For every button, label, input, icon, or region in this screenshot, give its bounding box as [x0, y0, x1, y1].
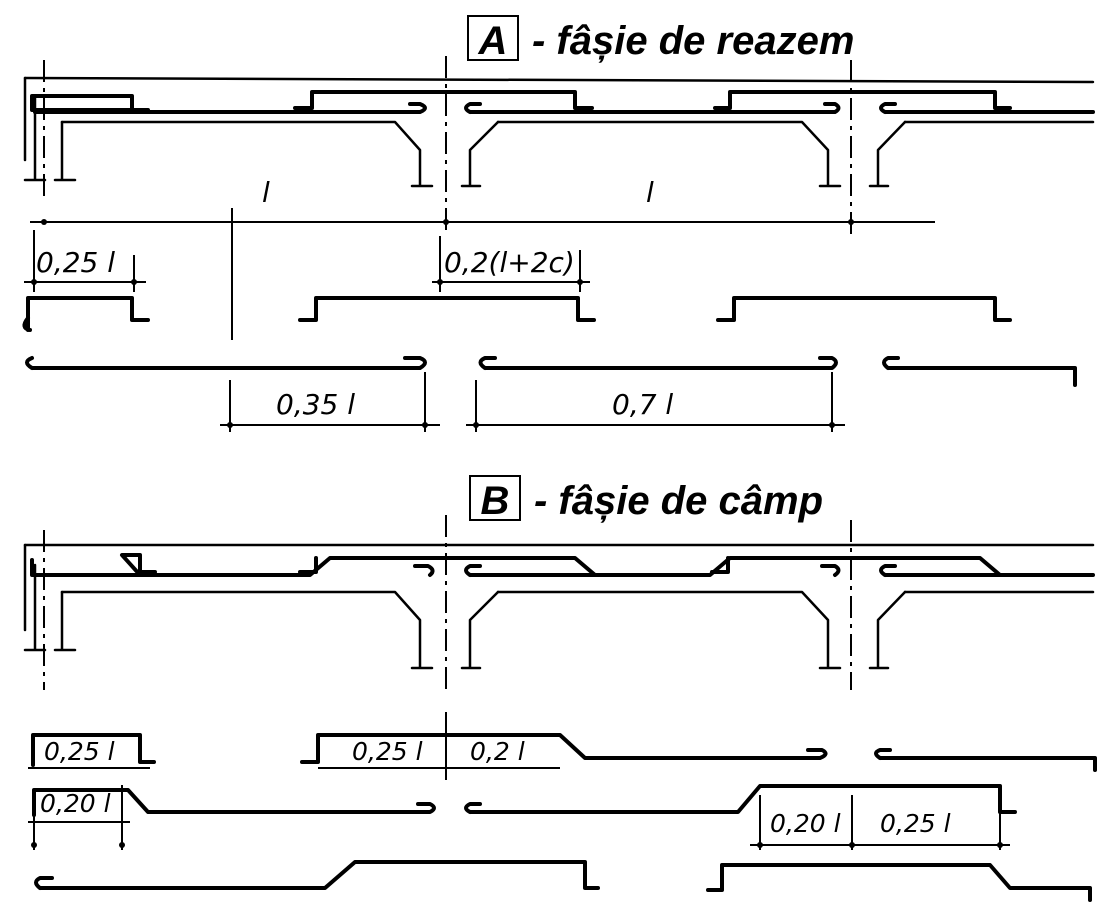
dim-dot [227, 422, 233, 428]
bar-hook [22, 316, 32, 332]
section-b-title: - fâșie de câmp [534, 479, 823, 523]
dim-middle-support-label: 0,2(l+2c) [444, 246, 575, 279]
dim-dot [31, 279, 37, 285]
bar-row3-left [34, 860, 600, 890]
end-support-inner [53, 590, 77, 652]
dim-bottom-left-label: 0,35 l [276, 388, 355, 421]
section-b-letter-box [469, 475, 521, 521]
dim-row2-left-label: 0,20 l [40, 789, 111, 818]
section-b-header: B - fâșie de câmp [469, 475, 823, 523]
bar-row3-right [706, 863, 1092, 902]
beam-haunch-2-left [496, 120, 842, 188]
dim-dot [577, 279, 583, 285]
dim-dot [119, 842, 125, 848]
top-bar-support-1 [293, 90, 594, 110]
bar-end-hook [413, 564, 435, 577]
section-a-dimensions: l l 0,25 l 0,2(l+2c) [24, 176, 935, 340]
section-a-header: A - fâșie de reazem [467, 15, 854, 63]
dim-row2-right-a-label: 0,20 l [770, 809, 841, 838]
section-b-letter: B [481, 479, 510, 523]
dim-row1-left-label: 0,25 l [44, 737, 115, 766]
section-a-bar-shapes: 0,35 l 0,7 l [22, 296, 1077, 432]
span-label-1: l [262, 176, 270, 209]
bar-row1-left [31, 733, 156, 767]
section-a-letter-box [467, 15, 519, 61]
bar-end-hook [820, 564, 841, 577]
dim-dot [131, 279, 137, 285]
bottom-bar-span-2 [464, 102, 841, 114]
dim-row1-mid-left-label: 0,25 l [352, 737, 423, 766]
section-a-slab-elevation [23, 56, 1095, 235]
beam-haunch-2-right [868, 120, 907, 188]
beam-haunch-1-left [60, 120, 434, 188]
dim-dot [829, 422, 835, 428]
bar-shape-bottom-2 [478, 356, 838, 370]
bottom-bar-span-1 [33, 102, 427, 114]
beam-haunch-1-left [60, 590, 434, 670]
dim-dot [849, 842, 855, 848]
bent-bar-hook [298, 556, 318, 574]
bar-row2-left [32, 788, 436, 817]
bent-bar-span-2 [464, 556, 1017, 577]
bar-shape-support-1 [298, 296, 596, 322]
bar-shape-bottom-1 [25, 356, 427, 370]
dim-dot [473, 422, 479, 428]
dim-row2-right-b-label: 0,25 l [880, 809, 951, 838]
dim-dot [848, 219, 854, 225]
top-bar-support-2 [713, 90, 1012, 110]
dim-dot [31, 842, 37, 848]
dim-row1-mid-right-label: 0,2 l [470, 737, 525, 766]
section-b-slab-elevation [23, 515, 1095, 690]
dim-row1-middle [318, 712, 560, 780]
bar-shape-support-2 [716, 296, 1012, 322]
bar-shape-bottom-3 [882, 356, 1077, 387]
dim-dot [443, 219, 449, 225]
beam-haunch-2-left [496, 590, 842, 670]
top-bar-end [30, 94, 150, 112]
dim-dot [997, 842, 1003, 848]
bent-bar-hook [710, 556, 730, 574]
bar-row1-right [874, 748, 1097, 772]
bent-bar-span-1 [33, 556, 612, 577]
section-a-letter: A [478, 19, 508, 63]
slab-top-line [23, 76, 1095, 84]
beam-haunch-2-right [868, 590, 907, 670]
dim-dot [422, 422, 428, 428]
dim-bottom-middle-label: 0,7 l [612, 388, 673, 421]
span-label-2: l [646, 176, 654, 209]
dim-row2-right [750, 795, 1010, 850]
bar-row1-middle [300, 733, 828, 764]
bent-bar-end [30, 553, 157, 577]
bar-row2-right [464, 784, 1017, 814]
beam-haunch-1-right [460, 120, 500, 188]
beam-haunch-1-right [460, 590, 500, 670]
bottom-bar-span-3 [879, 564, 1095, 577]
dim-dot [41, 219, 47, 225]
dim-dot [757, 842, 763, 848]
bar-shape-end-top [26, 296, 150, 332]
bottom-bar-span-3 [879, 102, 1095, 114]
section-a-title: - fâșie de reazem [532, 19, 854, 63]
dim-left-support-label: 0,25 l [36, 246, 115, 279]
end-support-left [23, 563, 47, 652]
dim-dot [437, 279, 443, 285]
end-support-inner [53, 120, 77, 182]
section-b-bar-shapes: 0,25 l 0,25 l 0,2 l 0,20 l 0,20 l 0,25 l [28, 712, 1097, 902]
